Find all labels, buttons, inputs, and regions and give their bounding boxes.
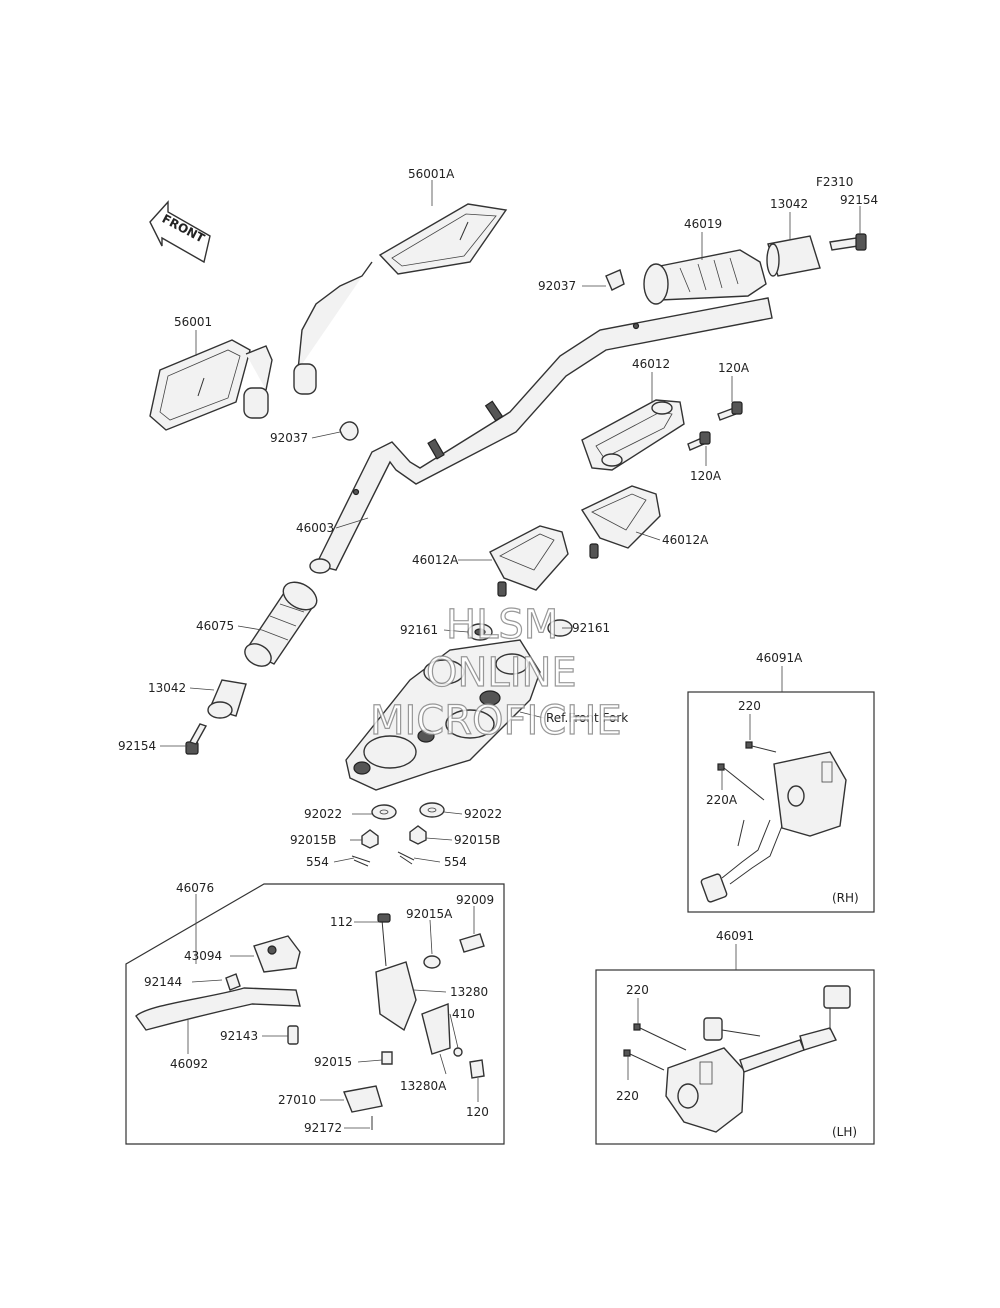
label-92161-right: 92161: [572, 621, 610, 635]
label-56001: 56001: [174, 315, 212, 329]
label-92172: 92172: [304, 1121, 342, 1135]
label-46091: 46091: [716, 929, 754, 943]
lh-switch-46091: [623, 985, 851, 1133]
holder-46012A-right: [580, 485, 661, 559]
label-92009: 92009: [456, 893, 494, 907]
figure-code: F2310: [816, 175, 853, 189]
holder-46012: [581, 399, 685, 471]
label-92037-top: 92037: [538, 279, 576, 293]
mirror-right-56001A: [293, 203, 508, 395]
label-46092: 46092: [170, 1057, 208, 1071]
label-56001A: 56001A: [408, 167, 455, 181]
label-120A-top: 120A: [718, 361, 750, 375]
lever-assembly-46076: [135, 913, 485, 1130]
leader-lines: [160, 180, 861, 1129]
label-220-lh-bottom: 220: [616, 1089, 639, 1103]
label-92022-right: 92022: [464, 807, 502, 821]
handlebar-46003: [309, 297, 773, 574]
label-13042-left: 13042: [148, 681, 186, 695]
label-554-left: 554: [306, 855, 329, 869]
pin-554-left: [351, 855, 371, 867]
label-410: 410: [452, 1007, 475, 1021]
label-46012A-right: 46012A: [662, 533, 709, 547]
left-grip-46075: [244, 581, 318, 667]
watermark: HLSM ONLINE MICROFICHE: [369, 601, 622, 744]
label-46076: 46076: [176, 881, 214, 895]
label-112: 112: [330, 915, 353, 929]
lh-switch-box: [595, 969, 875, 1145]
nut-92015B-right: [409, 825, 427, 845]
label-43094: 43094: [184, 949, 222, 963]
label-13280: 13280: [450, 985, 488, 999]
rh-switch-46091A: [700, 741, 847, 903]
lh-box-label: (LH): [832, 1125, 857, 1139]
clip-92037-left: [339, 421, 359, 441]
label-92143: 92143: [220, 1029, 258, 1043]
watermark-line1: HLSM: [446, 602, 558, 648]
bar-end-13042-top: [766, 235, 821, 277]
label-13280A: 13280A: [400, 1079, 447, 1093]
washer-92022-left: [371, 804, 397, 820]
watermark-line3: MICROFICHE: [370, 698, 622, 744]
label-220-lh-top: 220: [626, 983, 649, 997]
nut-92015B-left: [361, 829, 379, 849]
label-27010: 27010: [278, 1093, 316, 1107]
label-46012A-left: 46012A: [412, 553, 459, 567]
label-92154-top: 92154: [840, 193, 878, 207]
label-120: 120: [466, 1105, 489, 1119]
label-92015B-right: 92015B: [454, 833, 500, 847]
pin-554-right: [397, 851, 415, 865]
label-46003: 46003: [296, 521, 334, 535]
label-92022-left: 92022: [304, 807, 342, 821]
label-46019: 46019: [684, 217, 722, 231]
holder-46012A-left: [489, 525, 569, 597]
label-554-right: 554: [444, 855, 467, 869]
mirror-left-56001: [149, 339, 273, 431]
front-arrow-icon: FRONT: [149, 200, 211, 264]
label-92037-left: 92037: [270, 431, 308, 445]
rh-box-label: (RH): [832, 891, 859, 905]
label-220-rh: 220: [738, 699, 761, 713]
bolt-120A-top: [717, 401, 743, 421]
label-46012: 46012: [632, 357, 670, 371]
lever-assembly-box: [125, 883, 505, 1145]
clip-92037-top: [605, 269, 625, 291]
label-46075: 46075: [196, 619, 234, 633]
throttle-grip-46019: [643, 249, 767, 305]
label-ref-front-fork: Ref.Front Fork: [546, 711, 628, 725]
label-92015B-left: 92015B: [290, 833, 336, 847]
label-220A-rh: 220A: [706, 793, 738, 807]
bolt-120A-bottom: [687, 431, 711, 451]
screw-92154-top: [829, 233, 867, 251]
label-120A-bottom: 120A: [690, 469, 722, 483]
label-13042-top: 13042: [770, 197, 808, 211]
label-92015: 92015: [314, 1055, 352, 1069]
upper-triple-clamp: [345, 639, 541, 791]
label-46091A: 46091A: [756, 651, 803, 665]
rh-switch-box: [687, 691, 875, 913]
label-92015A: 92015A: [406, 907, 453, 921]
label-92144: 92144: [144, 975, 182, 989]
label-92161-left: 92161: [400, 623, 438, 637]
washer-92022-right: [419, 802, 445, 818]
watermark-line2: ONLINE: [426, 650, 577, 696]
part-labels: 56001A 56001 92037 92037 46019 13042 921…: [118, 167, 878, 1135]
label-92154-left: 92154: [118, 739, 156, 753]
screw-92154-left: [185, 723, 208, 755]
bar-end-13042-left: [207, 679, 247, 719]
